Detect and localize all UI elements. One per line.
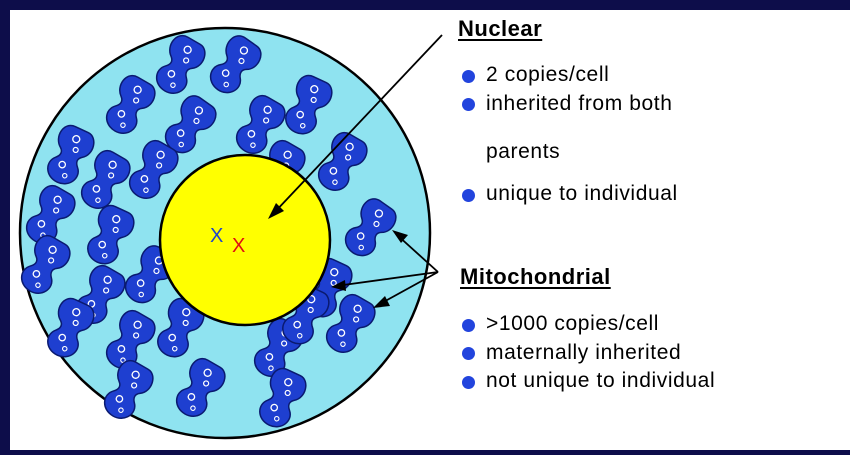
mitochondrial-item-3: not unique to individual [456, 367, 715, 396]
nuclear-item-3: unique to individual [456, 180, 678, 209]
bullet-icon [462, 98, 475, 111]
mitochondrial-heading: Mitochondrial [460, 264, 611, 290]
bullet-icon [462, 347, 475, 360]
nuclear-list-continued: unique to individual [456, 180, 678, 209]
nuclear-heading: Nuclear [458, 16, 542, 42]
bullet-icon [462, 189, 475, 202]
bullet-icon [462, 376, 475, 389]
x-chromosome-red: X [232, 235, 245, 257]
cell-diagram: X X [10, 10, 850, 450]
nuclear-list: 2 copies/cell inherited from both [456, 61, 673, 118]
bullet-icon [462, 319, 475, 332]
nuclear-item-2: inherited from both [456, 90, 673, 119]
diagram-panel: X X Nuclear 2 copies/cell inherited from… [10, 10, 850, 450]
nuclear-item-2-continuation: parents [486, 140, 560, 164]
nuclear-item-1: 2 copies/cell [456, 61, 673, 90]
x-chromosome-blue: X [210, 225, 223, 247]
mitochondrial-item-1: >1000 copies/cell [456, 310, 715, 339]
bullet-icon [462, 70, 475, 83]
mitochondrial-list: >1000 copies/cell maternally inherited n… [456, 310, 715, 396]
mitochondrial-item-2: maternally inherited [456, 339, 715, 368]
